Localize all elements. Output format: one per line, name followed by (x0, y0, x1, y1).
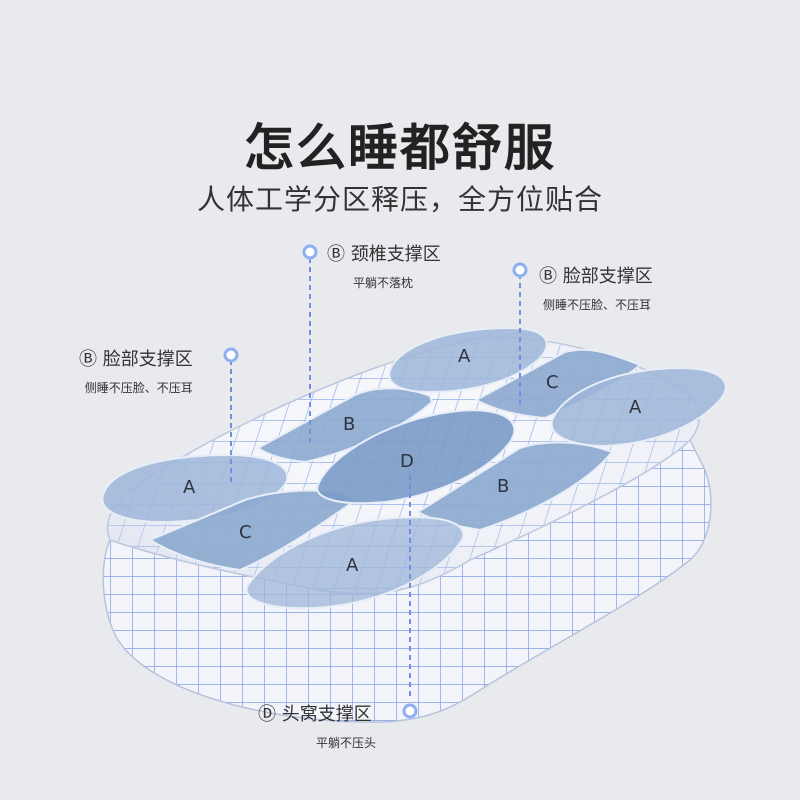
callout-face-left: Ⓑ 脸部支撑区 侧睡不压脸、不压耳 (79, 345, 193, 396)
badge-b-icon: Ⓑ (79, 349, 97, 370)
zone-label-a-right: A (629, 397, 642, 418)
callout-title: 头窝支撑区 (281, 704, 372, 725)
callout-title: 脸部支撑区 (562, 266, 653, 287)
callout-title: 颈椎支撑区 (350, 244, 441, 265)
callout-head: Ⓓ 头窝支撑区 平躺不压头 (258, 700, 376, 751)
badge-b-icon: Ⓑ (539, 266, 557, 287)
zone-c-left (147, 489, 358, 572)
badge-d-icon: Ⓓ (258, 704, 276, 725)
zone-label-b-right: B (497, 476, 509, 497)
badge-b-icon: Ⓑ (327, 244, 345, 265)
callout-sub: 平躺不落枕 (353, 276, 414, 290)
headline: 怎么睡都舒服 (244, 119, 556, 177)
zone-label-b-top: B (343, 414, 355, 435)
callout-sub: 侧睡不压脸、不压耳 (84, 381, 193, 395)
zone-label-d-center: D (400, 451, 414, 472)
zone-d-center (316, 409, 516, 505)
zone-label-c-left: C (239, 522, 252, 543)
zone-label-c-right: C (546, 372, 559, 393)
callout-neck: Ⓑ 颈椎支撑区 平躺不落枕 (327, 240, 441, 291)
zone-a-top (388, 326, 548, 394)
zone-label-a-top: A (458, 346, 471, 367)
callout-title: 脸部支撑区 (102, 349, 193, 370)
callout-sub: 平躺不压头 (316, 736, 377, 750)
zone-label-a-bottom: A (346, 555, 359, 576)
callout-sub: 侧睡不压脸、不压耳 (543, 298, 652, 312)
callout-face-right: Ⓑ 脸部支撑区 侧睡不压脸、不压耳 (539, 262, 653, 313)
leader-lines (230, 258, 521, 700)
callout-dots (223, 244, 528, 719)
subline: 人体工学分区释压，全方位贴合 (196, 183, 603, 216)
zone-label-a-left: A (183, 477, 196, 498)
